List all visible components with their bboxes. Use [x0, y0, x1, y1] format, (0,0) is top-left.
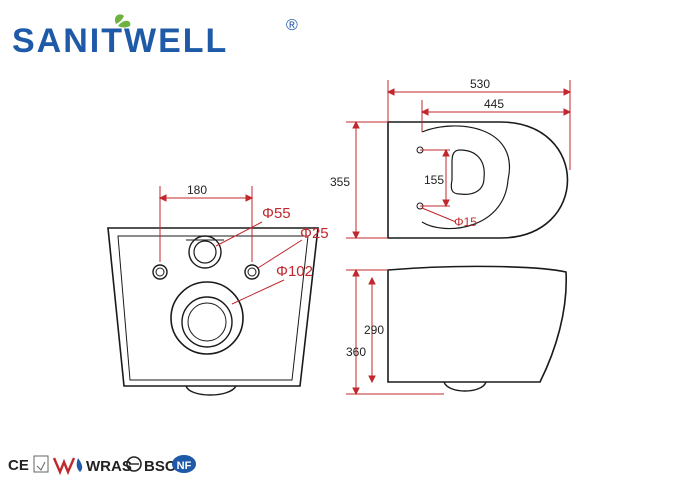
brand-logo: SANITWELL ® — [12, 14, 298, 60]
top-inner-length-label: 445 — [484, 97, 504, 111]
dimension-180 — [158, 186, 254, 262]
bowl-outline — [421, 125, 511, 230]
dimension-445 — [420, 100, 572, 132]
bsci-logo: BSCI — [144, 458, 180, 475]
front-spacing-label: 180 — [187, 183, 207, 197]
front-inner-outline — [117, 235, 309, 381]
bolt-hole-right-inner — [247, 267, 257, 277]
wras-logo: WRAS — [86, 458, 132, 475]
dimension-355 — [346, 120, 388, 240]
bsci-icon — [126, 456, 142, 472]
bolt-hole-right — [244, 264, 260, 280]
w-drop-icon — [52, 457, 83, 476]
dimension-290 — [368, 276, 376, 384]
dimension-155 — [420, 148, 450, 208]
top-view — [346, 80, 572, 240]
bolt-hole-left — [152, 264, 168, 280]
outlet-inner — [181, 296, 233, 348]
side-foot — [443, 381, 487, 392]
leader-lines — [215, 221, 303, 305]
top-bolt-spacing-label: 155 — [424, 173, 444, 187]
outlet-core — [187, 302, 227, 342]
leaf-icon — [114, 14, 131, 28]
dimension-530 — [386, 80, 572, 170]
nf-logo: NF — [177, 460, 192, 472]
top-length-label: 530 — [470, 77, 490, 91]
side-outline — [387, 265, 568, 383]
brand-name: SANITWELL — [12, 22, 228, 60]
side-height-label: 360 — [346, 345, 366, 359]
top-bolt-hole-label: Φ15 — [454, 215, 477, 229]
front-foot — [185, 385, 237, 396]
watermark-icon — [33, 455, 49, 473]
drain-outline — [450, 149, 485, 195]
top-outline — [387, 121, 569, 239]
inlet-outer — [188, 235, 222, 269]
top-width-label: 355 — [330, 175, 350, 189]
side-inner-height-label: 290 — [364, 323, 384, 337]
front-view — [107, 186, 319, 396]
top-bolt-leader — [421, 207, 457, 223]
front-outline — [107, 227, 319, 387]
inlet-inner — [193, 240, 217, 264]
certification-strip: CE WRAS BSCI NF — [8, 455, 196, 476]
outlet-outer — [170, 281, 244, 355]
bolt-hole-diameter-label: Φ25 — [300, 225, 329, 242]
inlet-diameter-label: Φ55 — [262, 205, 291, 222]
bolt-hole-left-inner — [155, 267, 165, 277]
nf-icon: NF — [172, 455, 196, 473]
dimension-360 — [346, 268, 444, 396]
registered-mark: ® — [286, 17, 298, 34]
side-view — [346, 265, 568, 396]
ce-mark-icon: CE — [8, 457, 29, 474]
outlet-diameter-label: Φ102 — [276, 263, 313, 280]
